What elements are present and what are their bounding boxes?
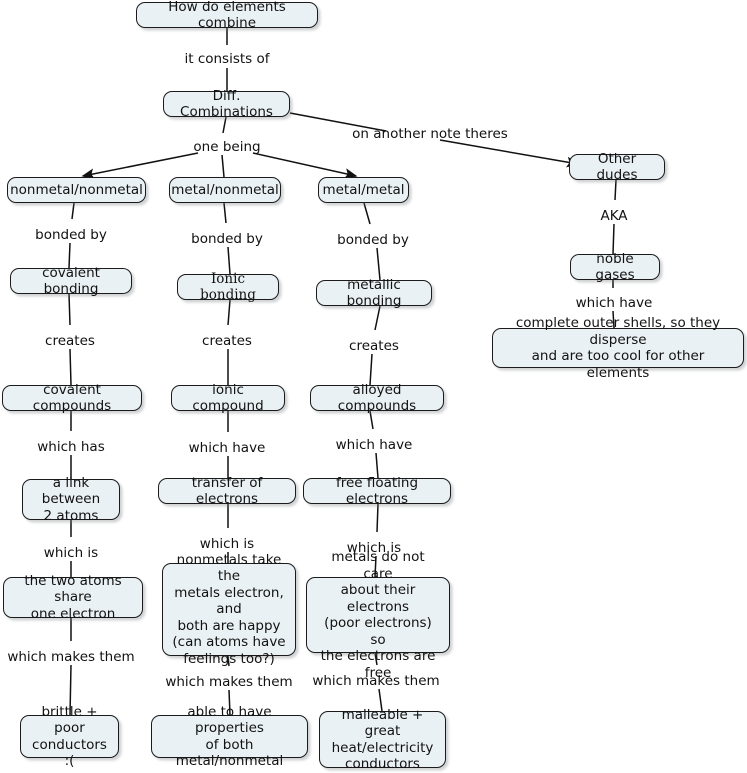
node-complete-outer-shells[interactable]: complete outer shells, so they disperse … [492,315,744,381]
edge-label-free-floating-to-metals-do-not-care: which is [346,540,402,556]
edge-label-two-atoms-to-brittle: which makes them [7,649,135,665]
node-alloyed-compounds[interactable]: alloyed compounds [310,382,444,414]
edge-label-covalent-bonding-to-covalent-compounds: creates [45,333,95,349]
node-how-do-elements-combine[interactable]: How do elements combine [136,0,318,31]
edge-label-metals-do-not-care-to-malleable: which makes them [312,673,440,689]
edge-label-transfer-to-nonmetals-take: which is [199,536,255,552]
node-two-atoms-share-one-electron[interactable]: the two atoms share one electron [3,573,143,622]
edge-label-how-to-diff: it consists of [184,51,270,67]
node-metal-nonmetal[interactable]: metal/nonmetal [169,177,281,203]
node-ionic-compound[interactable]: ionic compound [171,382,285,414]
edge-label-noble-gases-to-complete-outer-shells: which have [575,295,653,311]
node-nonmetals-take-metals-electron[interactable]: nonmetals take the metals electron, and … [162,552,296,667]
node-covalent-bonding[interactable]: covalent bonding [10,265,132,297]
node-other-dudes[interactable]: Other dudes [569,151,665,183]
edge-label-metal-metal-to-metallic-bonding: bonded by [337,232,409,248]
edge-label-nonmetals-take-to-able: which makes them [165,674,293,690]
edge-one-being-to-metal-metal [252,152,358,179]
node-free-floating-electrons[interactable]: free floating electrons [303,475,451,507]
edge-two-atoms-to-brittle [69,618,72,716]
edge-label-other-dudes-to-noble-gases: AKA [600,208,628,224]
edge-label-diff-to-other-dudes: on another note theres [352,126,508,142]
edge-label-nonmetal-to-covalent-bonding: bonded by [35,227,107,243]
edge-label-alloyed-to-free-floating: which have [335,437,413,453]
edge-one-being-to-metal-nonmetal [221,154,225,178]
edge-one-being-to-nonmetal-nonmetal [81,152,199,180]
node-noble-gases[interactable]: noble gases [570,251,660,283]
node-metallic-bonding[interactable]: metallic bonding [316,277,432,309]
node-diff-combinations[interactable]: Diff. Combinations [163,88,290,120]
node-metals-do-not-care[interactable]: metals do not care about their electrons… [306,549,450,681]
node-malleable-great-conductors[interactable]: malleable + great heat/electricity condu… [319,707,446,772]
node-transfer-of-electrons[interactable]: transfer of electrons [158,475,296,507]
edge-label-ionic-compound-to-transfer: which have [188,440,266,456]
node-covalent-compounds[interactable]: covalent compounds [2,382,142,414]
node-metal-metal[interactable]: metal/metal [318,177,409,203]
edge-label-metal-nonmetal-to-ionic-bonding: bonded by [191,231,263,247]
node-ionic-bonding[interactable]: Ionic bonding [177,271,279,303]
edge-label-covalent-compounds-to-link: which has [37,439,105,455]
edge-label-diff-to-one-being: one being [193,139,261,155]
edge-label-link-to-two-atoms-share: which is [43,545,99,561]
node-nonmetal-nonmetal[interactable]: nonmetal/nonmetal [7,177,146,203]
node-brittle-poor-conductors[interactable]: brittle + poor conductors :( [20,704,119,769]
node-a-link-between-2-atoms[interactable]: a link between 2 atoms [22,475,120,524]
edge-label-ionic-bonding-to-ionic-compound: creates [202,333,252,349]
node-able-to-have-properties[interactable]: able to have properties of both metal/no… [151,704,308,769]
edge-label-metallic-bonding-to-alloyed-compounds: creates [349,338,399,354]
